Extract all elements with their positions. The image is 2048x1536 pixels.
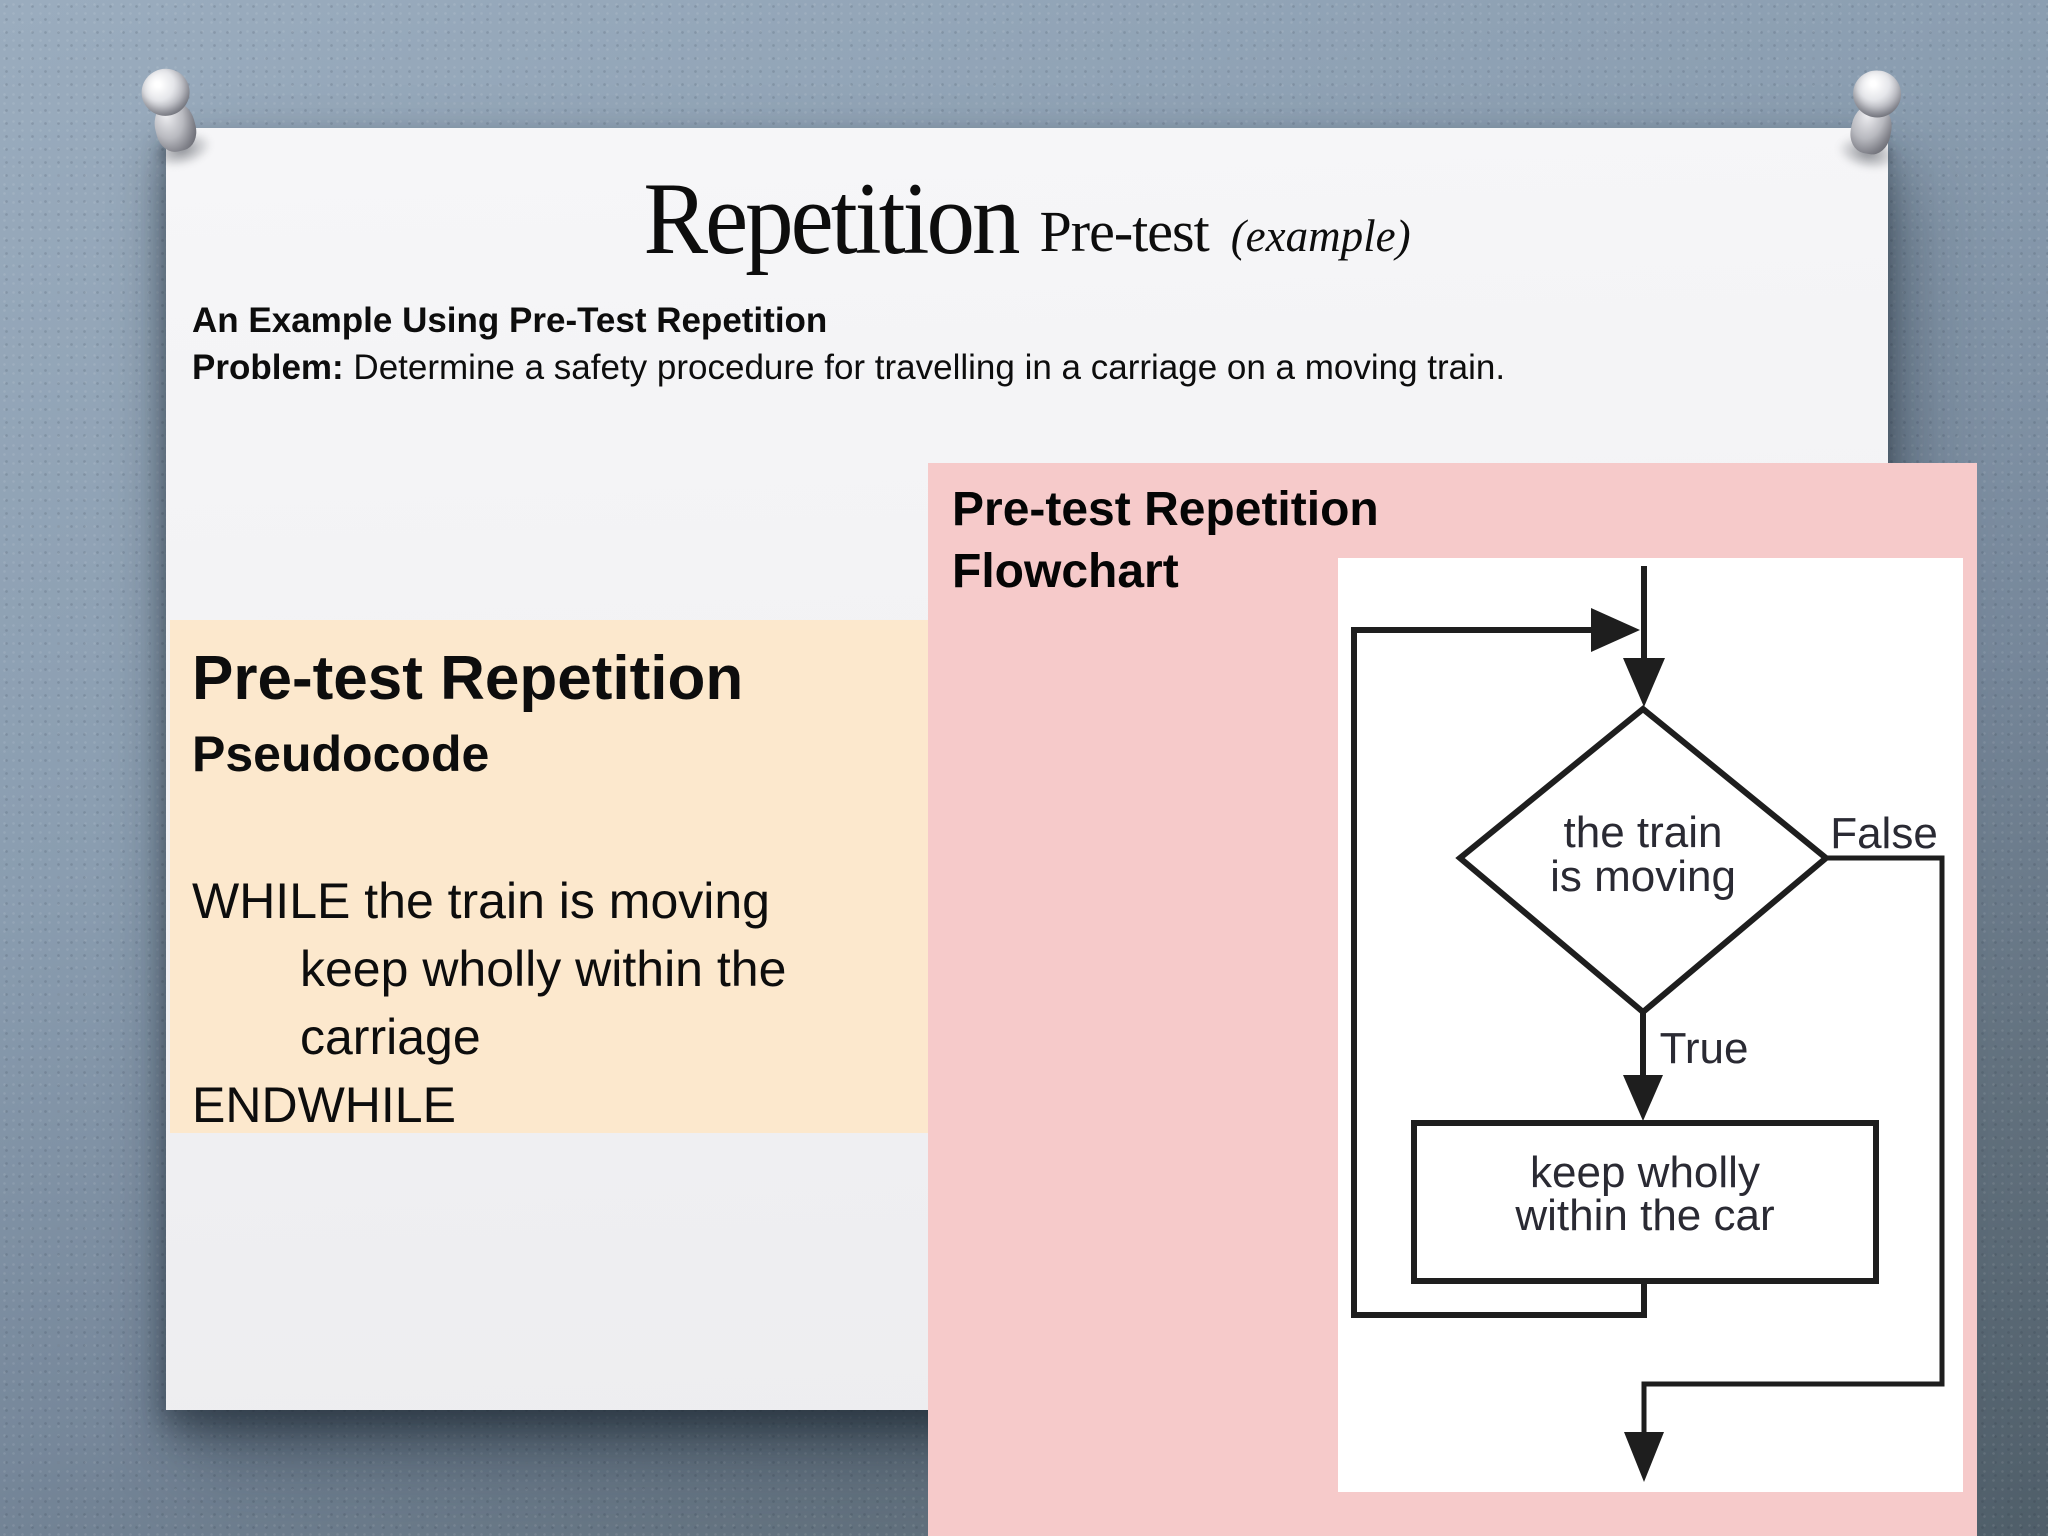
problem-label: Problem: [192,348,344,387]
true-arrowhead-icon [1623,1075,1663,1121]
loop-arrowhead-icon [1591,608,1640,652]
pseudocode-line: keep wholly within the [300,940,787,997]
false-label: False [1830,809,1938,858]
entry-arrowhead-icon [1623,658,1665,707]
exit-arrowhead-icon [1624,1432,1664,1482]
pseudocode-panel-title: Pre-test Repetition [192,644,744,713]
push-pin-right [1828,64,1916,176]
pseudocode-line: WHILE the train is moving [192,872,770,929]
process-label-line2: within the car [1514,1191,1774,1240]
problem-text: Determine a safety procedure for travell… [343,348,1506,387]
flowchart-svg: the train is moving False True keep whol… [1351,566,1945,1482]
title-main: Repetition [643,161,1020,276]
flowchart-figure: the train is moving False True keep whol… [1338,558,1963,1492]
pseudocode-panel-subtitle: Pseudocode [192,725,490,782]
slide-title: Repetition Pre-test (example) [166,128,1888,276]
decision-label-line1: the train [1564,808,1723,857]
pseudocode-panel: Pre-test Repetition Pseudocode WHILE the… [170,620,933,1133]
title-note: (example) [1230,211,1411,261]
flowchart-panel-title-line1: Pre-test Repetition [952,483,1379,536]
pseudocode-listing: WHILE the train is moving keep wholly wi… [192,867,933,1139]
false-branch-line [1641,855,1945,1436]
pseudocode-line: carriage [300,1008,481,1065]
title-sub: Pre-test [1039,199,1210,264]
process-box [1411,1120,1879,1284]
loop-back-line [1351,627,1647,1318]
flowchart-panel-title-line2: Flowchart [952,545,1179,598]
intro-block: An Example Using Pre-Test Repetition Pro… [192,297,1888,391]
pseudocode-line: ENDWHILE [192,1076,456,1133]
intro-heading: An Example Using Pre-Test Repetition [192,301,828,340]
process-label-line1: keep wholly [1530,1148,1760,1197]
true-label: True [1660,1024,1749,1073]
decision-label-line2: is moving [1550,852,1736,901]
push-pin-left [126,61,218,175]
intro-problem-line: Problem: Determine a safety procedure fo… [192,344,1888,391]
